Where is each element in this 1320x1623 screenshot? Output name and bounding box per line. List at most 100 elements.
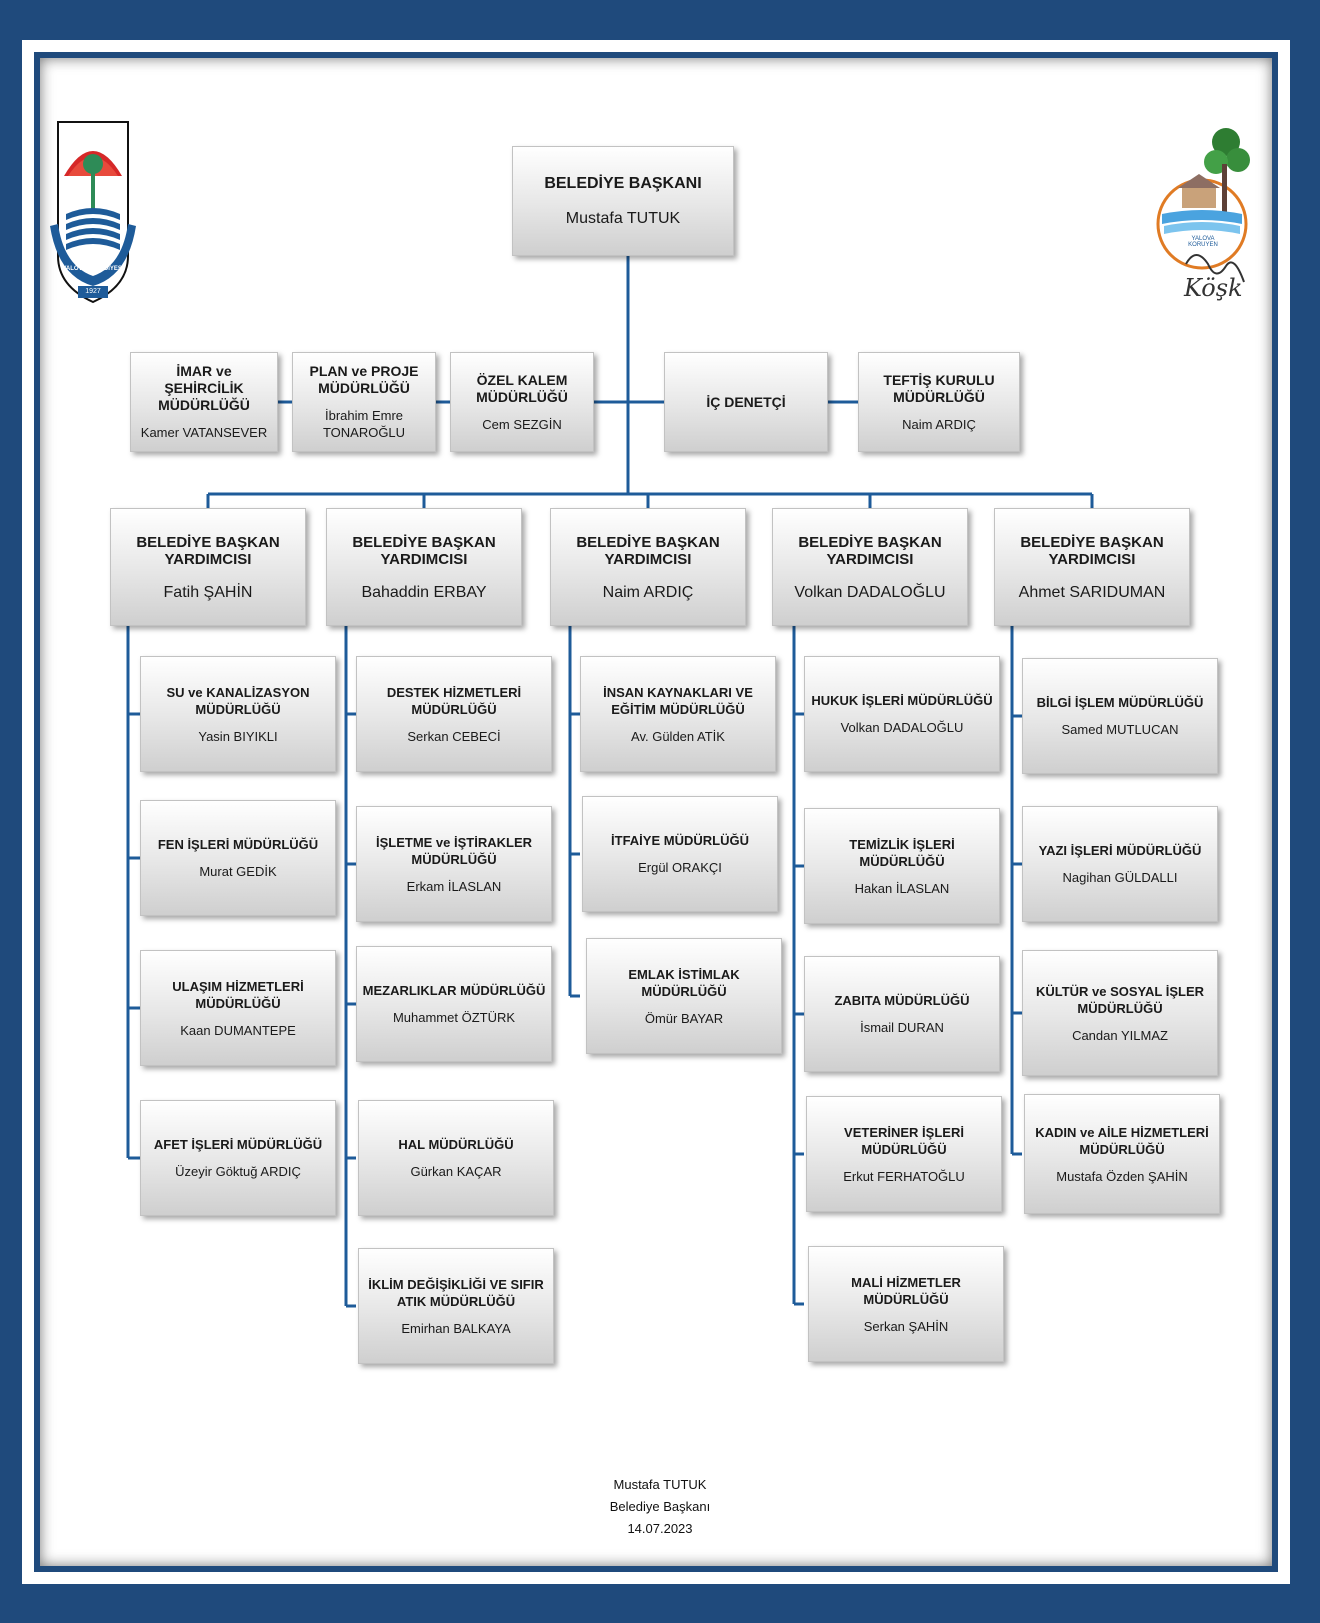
unit-box-fen-isleri: FEN İŞLERİ MÜDÜRLÜĞÜ Murat GEDİK: [140, 800, 336, 916]
unit-box-mali-hizmetler: MALİ HİZMETLER MÜDÜRLÜĞÜ Serkan ŞAHİN: [808, 1246, 1004, 1362]
unit-box-temizlik: TEMİZLİK İŞLERİ MÜDÜRLÜĞÜ Hakan İLASLAN: [804, 808, 1000, 924]
unit-title: AFET İŞLERİ MÜDÜRLÜĞÜ: [153, 1137, 323, 1152]
staff-title: PLAN ve PROJE MÜDÜRLÜĞÜ: [309, 363, 419, 396]
deputy-box-4: BELEDİYE BAŞKAN YARDIMCISI Volkan DADALO…: [772, 508, 968, 626]
mayor-box: BELEDİYE BAŞKANI Mustafa TUTUK: [512, 146, 734, 256]
unit-name: Erkut FERHATOĞLU: [843, 1168, 965, 1184]
deputy-box-2: BELEDİYE BAŞKAN YARDIMCISI Bahaddin ERBA…: [326, 508, 522, 626]
unit-box-hukuk: HUKUK İŞLERİ MÜDÜRLÜĞÜ Volkan DADALOĞLU: [804, 656, 1000, 772]
unit-name: Emirhan BALKAYA: [401, 1320, 511, 1336]
staff-title: TEFTİŞ KURULU MÜDÜRLÜĞÜ: [883, 371, 995, 405]
unit-name: Ömür BAYAR: [644, 1010, 724, 1026]
unit-title: MEZARLIKLAR MÜDÜRLÜĞÜ: [362, 983, 546, 998]
unit-box-isletme: İŞLETME ve İŞTİRAKLER MÜDÜRLÜĞÜ Erkam İL…: [356, 806, 552, 922]
unit-name: Av. Gülden ATİK: [631, 728, 725, 744]
unit-name: Samed MUTLUCAN: [1061, 722, 1179, 737]
yalova-koruyen-kosk-logo-icon: YALOVA KORUYEN Köşk: [1156, 114, 1256, 314]
unit-box-bilgi-islem: BİLGİ İŞLEM MÜDÜRLÜĞÜ Samed MUTLUCAN: [1022, 658, 1218, 774]
unit-title: İNSAN KAYNAKLARI VE EĞİTİM MÜDÜRLÜĞÜ: [603, 684, 753, 717]
kosk-script-text: Köşk: [1184, 274, 1243, 302]
unit-name: Serkan CEBECİ: [407, 728, 501, 744]
deputy-box-1: BELEDİYE BAŞKAN YARDIMCISI Fatih ŞAHİN: [110, 508, 306, 626]
unit-title: EMLAK İSTİMLAK MÜDÜRLÜĞÜ: [628, 966, 740, 999]
unit-name: Erkam İLASLAN: [406, 878, 502, 894]
unit-title: TEMİZLİK İŞLERİ MÜDÜRLÜĞÜ: [849, 836, 955, 869]
staff-name: Cem SEZGİN: [482, 416, 562, 432]
unit-name: Üzeyir Göktuğ ARDIÇ: [175, 1164, 301, 1179]
unit-title: YAZI İŞLERİ MÜDÜRLÜĞÜ: [1038, 843, 1202, 858]
unit-title: FEN İŞLERİ MÜDÜRLÜĞÜ: [157, 837, 319, 852]
deputy-title: BELEDİYE BAŞKAN YARDIMCISI: [352, 533, 496, 568]
staff-box-teftis: TEFTİŞ KURULU MÜDÜRLÜĞÜ Naim ARDIÇ: [858, 352, 1020, 452]
deputy-name: Volkan DADALOĞLU: [794, 583, 946, 601]
unit-name: Nagihan GÜLDALLI: [1062, 870, 1178, 885]
deputy-box-5: BELEDİYE BAŞKAN YARDIMCISI Ahmet SARIDUM…: [994, 508, 1190, 626]
unit-name: Mustafa Özden ŞAHİN: [1056, 1168, 1188, 1184]
staff-box-ozel-kalem: ÖZEL KALEM MÜDÜRLÜĞÜ Cem SEZGİN: [450, 352, 594, 452]
staff-name: Kamer VATANSEVER: [140, 425, 268, 440]
unit-box-insan-kaynaklari: İNSAN KAYNAKLARI VE EĞİTİM MÜDÜRLÜĞÜ Av.…: [580, 656, 776, 772]
deputy-name: Naim ARDIÇ: [602, 583, 694, 601]
seal-year: 1927: [85, 288, 101, 295]
unit-title: SU ve KANALİZASYON MÜDÜRLÜĞÜ: [166, 684, 310, 717]
unit-box-hal: HAL MÜDÜRLÜĞÜ Gürkan KAÇAR: [358, 1100, 554, 1216]
unit-box-zabita: ZABITA MÜDÜRLÜĞÜ İsmail DURAN: [804, 956, 1000, 1072]
unit-title: ULAŞIM HİZMETLERİ MÜDÜRLÜĞÜ: [172, 978, 304, 1011]
unit-title: KADIN ve AİLE HİZMETLERİ MÜDÜRLÜĞÜ: [1035, 1124, 1209, 1157]
unit-name: İsmail DURAN: [860, 1020, 944, 1035]
signature-date: 14.07.2023: [627, 1521, 693, 1536]
unit-box-destek: DESTEK HİZMETLERİ MÜDÜRLÜĞÜ Serkan CEBEC…: [356, 656, 552, 772]
staff-title: İMAR ve ŞEHİRCİLİK MÜDÜRLÜĞÜ: [158, 363, 250, 413]
staff-box-plan-proje: PLAN ve PROJE MÜDÜRLÜĞÜ İbrahim Emre TON…: [292, 352, 436, 452]
unit-name: Kaan DUMANTEPE: [180, 1022, 296, 1038]
staff-box-ic-denetci: İÇ DENETÇİ: [664, 352, 828, 452]
unit-name: Ergül ORAKÇI: [638, 860, 722, 875]
mayor-name: Mustafa TUTUK: [565, 210, 681, 227]
unit-title: HAL MÜDÜRLÜĞÜ: [398, 1137, 514, 1152]
unit-name: Yasin BIYIKLI: [198, 728, 278, 744]
staff-name: Naim ARDIÇ: [902, 416, 976, 432]
unit-name: Serkan ŞAHİN: [863, 1318, 949, 1334]
staff-box-imar: İMAR ve ŞEHİRCİLİK MÜDÜRLÜĞÜ Kamer VATAN…: [130, 352, 278, 452]
unit-box-emlak: EMLAK İSTİMLAK MÜDÜRLÜĞÜ Ömür BAYAR: [586, 938, 782, 1054]
mayor-title: BELEDİYE BAŞKANI: [544, 175, 702, 192]
deputy-title: BELEDİYE BAŞKAN YARDIMCISI: [576, 533, 720, 568]
unit-box-ulasim: ULAŞIM HİZMETLERİ MÜDÜRLÜĞÜ Kaan DUMANTE…: [140, 950, 336, 1066]
unit-box-iklim: İKLİM DEĞİŞİKLİĞİ VE SIFIR ATIK MÜDÜRLÜĞ…: [358, 1248, 554, 1364]
deputy-name: Ahmet SARIDUMAN: [1018, 583, 1166, 601]
unit-title: İŞLETME ve İŞTİRAKLER MÜDÜRLÜĞÜ: [375, 834, 533, 867]
unit-box-veteriner: VETERİNER İŞLERİ MÜDÜRLÜĞÜ Erkut FERHATO…: [806, 1096, 1002, 1212]
unit-box-kadin-aile: KADIN ve AİLE HİZMETLERİ MÜDÜRLÜĞÜ Musta…: [1024, 1094, 1220, 1214]
unit-name: Candan YILMAZ: [1072, 1027, 1168, 1043]
unit-title: VETERİNER İŞLERİ MÜDÜRLÜĞÜ: [844, 1124, 964, 1157]
deputy-title: BELEDİYE BAŞKAN YARDIMCISI: [136, 533, 280, 568]
unit-title: İKLİM DEĞİŞİKLİĞİ VE SIFIR ATIK MÜDÜRLÜĞ…: [368, 1276, 544, 1309]
unit-title: ZABITA MÜDÜRLÜĞÜ: [834, 993, 970, 1008]
yalova-belediyesi-seal-icon: YALOVA BELEDİYESİ 1927: [48, 116, 138, 306]
unit-box-itfaiye: İTFAİYE MÜDÜRLÜĞÜ Ergül ORAKÇI: [582, 796, 778, 912]
unit-name: Hakan İLASLAN: [854, 880, 950, 896]
seal-text: YALOVA BELEDİYESİ: [62, 266, 124, 272]
staff-title: ÖZEL KALEM MÜDÜRLÜĞÜ: [476, 371, 568, 405]
unit-name: Murat GEDİK: [199, 864, 277, 879]
unit-title: DESTEK HİZMETLERİ MÜDÜRLÜĞÜ: [386, 684, 522, 717]
deputy-name: Bahaddin ERBAY: [361, 583, 487, 601]
staff-name: İbrahim Emre TONAROĞLU: [322, 408, 406, 440]
deputy-box-3: BELEDİYE BAŞKAN YARDIMCISI Naim ARDIÇ: [550, 508, 746, 626]
unit-name: Muhammet ÖZTÜRK: [392, 1010, 516, 1025]
unit-title: BİLGİ İŞLEM MÜDÜRLÜĞÜ: [1036, 695, 1204, 710]
unit-box-kultur-sosyal: KÜLTÜR ve SOSYAL İŞLER MÜDÜRLÜĞÜ Candan …: [1022, 950, 1218, 1076]
deputy-title: BELEDİYE BAŞKAN YARDIMCISI: [1020, 533, 1164, 568]
unit-title: HUKUK İŞLERİ MÜDÜRLÜĞÜ: [811, 693, 993, 708]
unit-box-su-kanalizasyon: SU ve KANALİZASYON MÜDÜRLÜĞÜ Yasin BIYIK…: [140, 656, 336, 772]
unit-name: Volkan DADALOĞLU: [840, 720, 964, 735]
unit-title: MALİ HİZMETLER MÜDÜRLÜĞÜ: [851, 1274, 961, 1307]
signature-name: Mustafa TUTUK: [613, 1477, 707, 1492]
kosk-small-text: YALOVA KORUYEN: [1188, 236, 1218, 248]
unit-box-mezarliklar: MEZARLIKLAR MÜDÜRLÜĞÜ Muhammet ÖZTÜRK: [356, 946, 552, 1062]
signature-block: Mustafa TUTUK Belediye Başkanı 14.07.202…: [560, 1474, 760, 1540]
signature-role: Belediye Başkanı: [609, 1499, 711, 1514]
unit-name: Gürkan KAÇAR: [410, 1164, 502, 1179]
deputy-name: Fatih ŞAHİN: [163, 583, 253, 601]
unit-title: KÜLTÜR ve SOSYAL İŞLER MÜDÜRLÜĞÜ: [1035, 983, 1205, 1016]
